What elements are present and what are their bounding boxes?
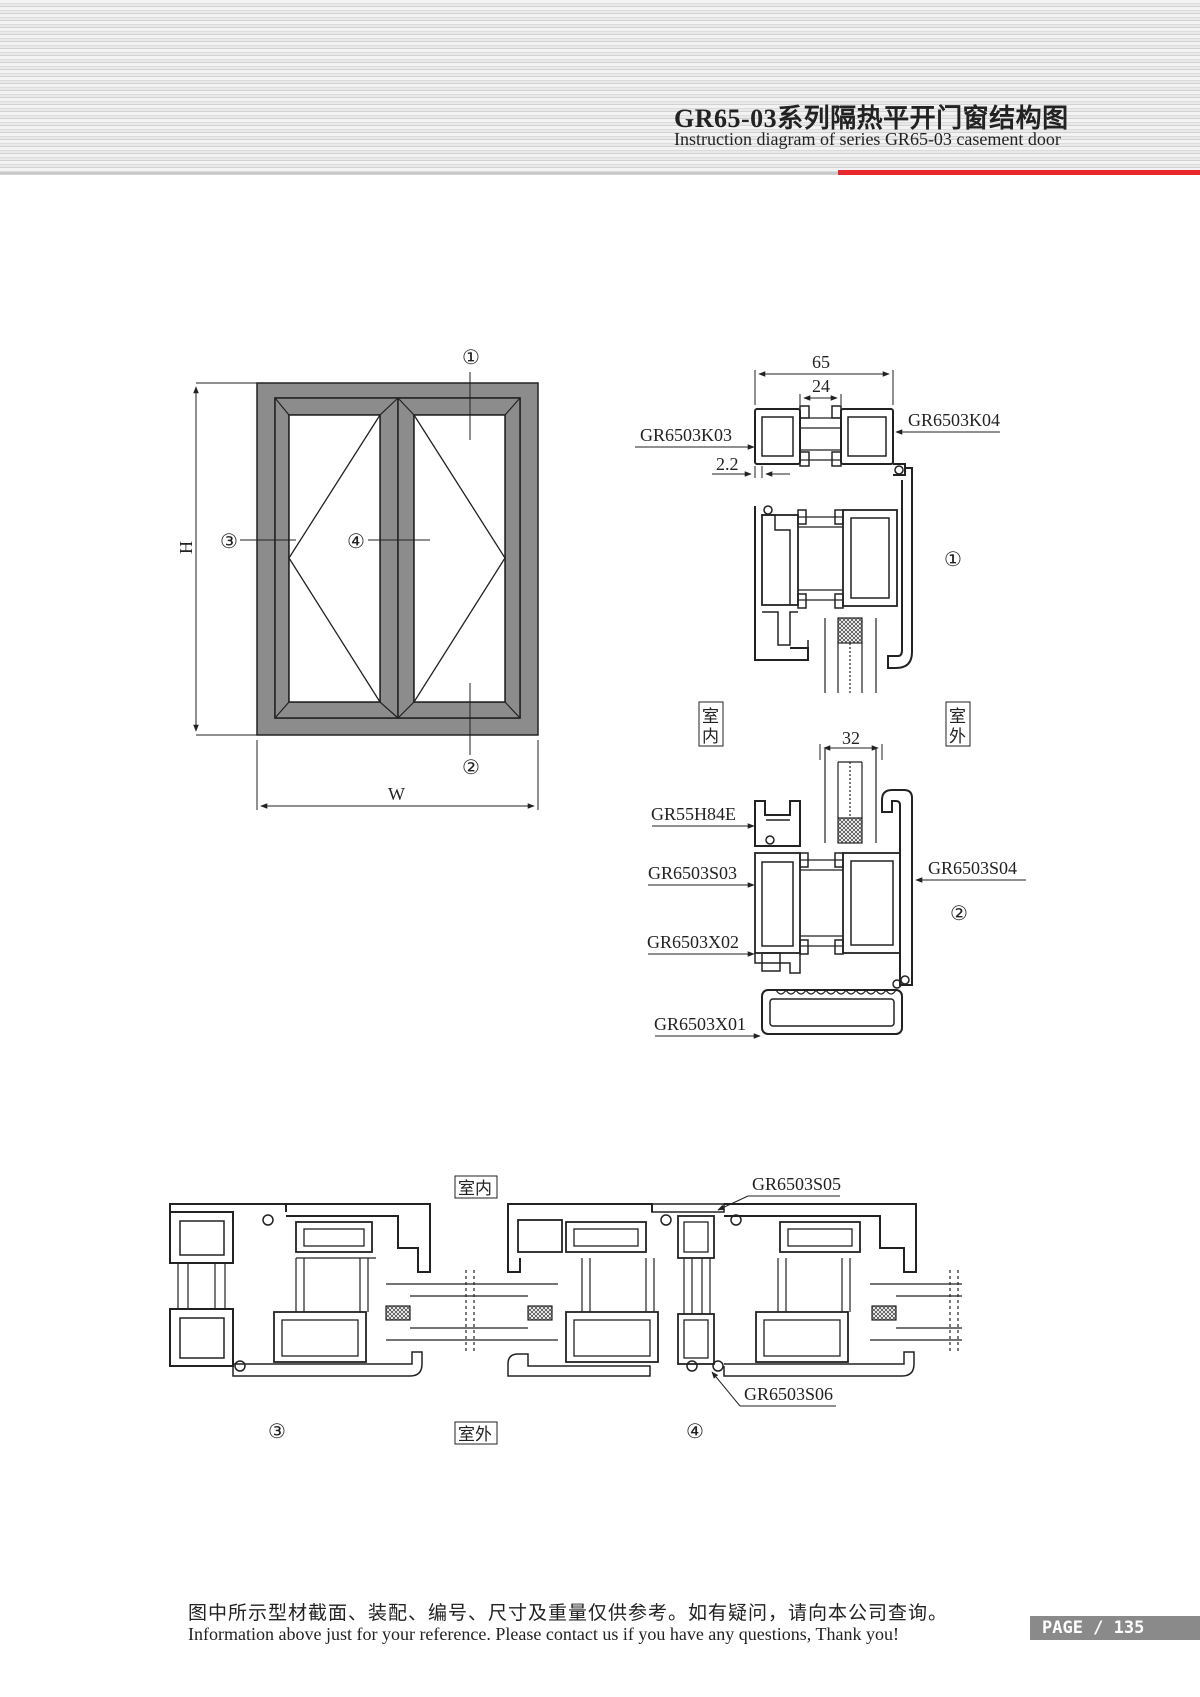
part-h84e: GR55H84E (651, 804, 736, 824)
dim-65: 65 (812, 352, 830, 372)
section-lower-labels: 32 GR55H84E GR6503S03 GR6503S04 GR6503X0… (647, 728, 1017, 1034)
page-header-band (0, 0, 1200, 175)
indoor-outdoor-labels: 室内 室外 (458, 1179, 492, 1445)
side-labels (698, 701, 971, 747)
section-upper (635, 370, 1000, 693)
section-upper-labels: 65 24 2.2 GR6503K03 GR6503K04 ① (640, 352, 1000, 571)
header-divider (0, 172, 838, 174)
part-x02: GR6503X02 (647, 932, 739, 952)
header-accent-line (838, 170, 1200, 175)
footer-note-cn: 图中所示型材截面、装配、编号、尺寸及重量仅供参考。如有疑问，请向本公司查询。 (188, 1602, 949, 1624)
indoor-label-horizontal: 室内 (458, 1179, 492, 1199)
outdoor-label-vertical: 室外 (949, 707, 966, 747)
page-title-en: Instruction diagram of series GR65-03 ca… (674, 129, 1061, 149)
section-horizontal (169, 1175, 962, 1445)
width-label: W (388, 784, 405, 804)
page-title-cn: GR65-03系列隔热平开门窗结构图 (674, 104, 1069, 133)
marker-3-lower: ③ (268, 1419, 286, 1443)
marker-4: ④ (347, 529, 365, 553)
dim-2-2: 2.2 (716, 454, 739, 474)
outdoor-label-horizontal: 室外 (458, 1425, 492, 1445)
part-k03: GR6503K03 (640, 425, 732, 445)
dim-24: 24 (812, 376, 830, 396)
marker-1: ① (462, 345, 480, 369)
indoor-label-vertical: 室内 (702, 707, 719, 747)
part-s06: GR6503S06 (744, 1384, 833, 1404)
marker-2: ② (462, 755, 480, 779)
part-k04: GR6503K04 (908, 410, 1000, 430)
height-label: H (176, 541, 196, 554)
marker-1-upper: ① (944, 547, 962, 571)
part-s05: GR6503S05 (752, 1174, 841, 1194)
section-lower (648, 744, 1026, 1039)
vertical-side-labels: 室内 室外 (702, 707, 966, 747)
left-opening-symbol (288, 414, 381, 703)
footer-note-en: Information above just for your referenc… (188, 1624, 899, 1644)
part-s03: GR6503S03 (648, 863, 737, 883)
right-opening-symbol (413, 414, 506, 703)
part-x01: GR6503X01 (654, 1014, 746, 1034)
marker-3: ③ (220, 529, 238, 553)
part-s04: GR6503S04 (928, 858, 1017, 878)
door-elevation (193, 372, 539, 810)
elevation-labels: H W ① ② ③ ④ (176, 345, 480, 804)
marker-4-lower: ④ (686, 1419, 704, 1443)
page-number-badge: PAGE / 135 (1030, 1616, 1200, 1640)
dim-32: 32 (842, 728, 860, 748)
marker-2-lower: ② (950, 901, 968, 925)
section-horizontal-labels: GR6503S05 GR6503S06 ③ ④ (268, 1174, 841, 1443)
mitre-lines (274, 397, 521, 719)
